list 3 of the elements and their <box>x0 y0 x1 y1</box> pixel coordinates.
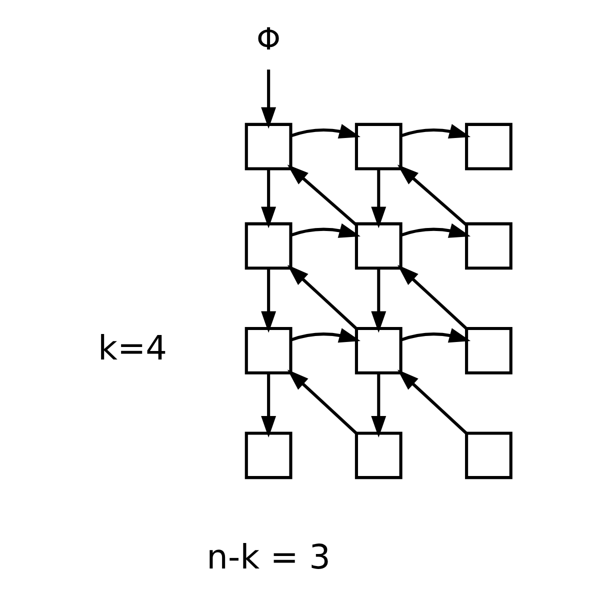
node-text: Φ <box>256 22 281 58</box>
label: n-k = 3 <box>206 538 331 577</box>
label: k=4 <box>98 328 168 368</box>
